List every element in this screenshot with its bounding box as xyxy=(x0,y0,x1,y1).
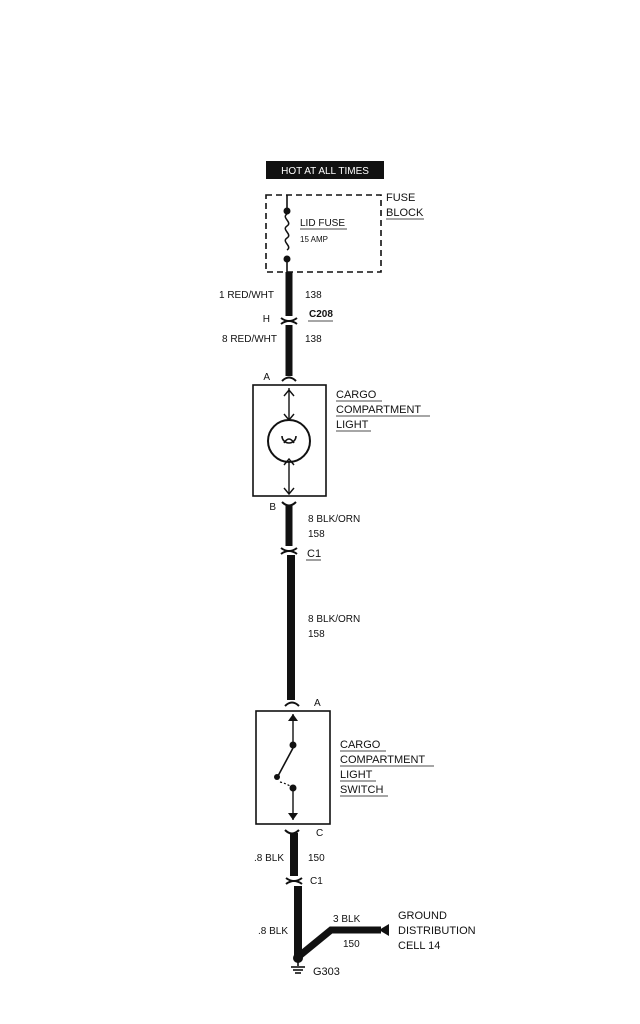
branch-wire-circuit: 150 xyxy=(343,939,360,950)
light-arrow-lower-icon xyxy=(283,457,295,466)
switch-blade-icon xyxy=(277,747,294,777)
fuse-block-label-1: FUSE xyxy=(386,192,415,204)
connector-c1-upper-name: C1 xyxy=(307,548,321,560)
light-pin-a-terminal xyxy=(281,376,297,382)
fuse-block: LID FUSE 15 AMP FUSE BLOCK xyxy=(265,192,424,273)
light-pin-a: A xyxy=(263,372,270,383)
connector-c1-lower: C1 xyxy=(285,876,323,887)
light-arrow-top-icon xyxy=(283,388,295,397)
wire-blk-upper-circuit: 150 xyxy=(308,853,325,864)
ground-distribution-label-1: GROUND xyxy=(398,910,447,922)
wire-blk-lower-gauge: .8 BLK xyxy=(258,926,288,937)
switch-box xyxy=(255,710,331,825)
switch-label-1: CARGO xyxy=(340,739,381,751)
light-label-1: CARGO xyxy=(336,389,377,401)
wire-red-wht-lower-gauge: 8 RED/WHT xyxy=(222,334,277,345)
switch-label-4: SWITCH xyxy=(340,784,383,796)
cargo-compartment-light: A CARGO COMPARTMENT LIGHT B xyxy=(252,372,430,513)
ground-distribution-arrow-icon xyxy=(379,924,389,936)
wire-blk-orn-lower-circuit: 158 xyxy=(308,629,325,640)
connector-c1-upper: C1 xyxy=(280,547,321,561)
wire-blk-orn-upper-circuit: 158 xyxy=(308,529,325,540)
switch-pin-a: A xyxy=(314,698,321,709)
switch-pin-c: C xyxy=(316,828,323,839)
ground-g303: G303 xyxy=(291,953,340,978)
connector-c1-lower-name: C1 xyxy=(310,876,323,887)
wire-blk-orn-upper-gauge: 8 BLK/ORN xyxy=(308,514,360,525)
switch-label-3: LIGHT xyxy=(340,769,373,781)
ground-symbol-icon xyxy=(291,966,305,974)
connector-c1-lower-arc-b xyxy=(285,880,303,885)
switch-label-2: COMPARTMENT xyxy=(340,754,425,766)
switch-arrow-bottom-icon xyxy=(288,813,298,820)
fuse-block-outline xyxy=(265,194,382,273)
hot-at-all-times-text: HOT AT ALL TIMES xyxy=(281,166,369,177)
ground-g303-name: G303 xyxy=(313,966,340,978)
connector-c208-lower-arc xyxy=(280,320,298,325)
switch-pin-c-terminal xyxy=(284,829,300,835)
light-label-3: LIGHT xyxy=(336,419,369,431)
connector-c208: H C208 xyxy=(263,309,334,325)
light-arrow-bottom-icon xyxy=(283,487,295,496)
ground-distribution-label-2: DISTRIBUTION xyxy=(398,925,476,937)
switch-contact-bottom xyxy=(289,784,297,792)
switch-contact-top xyxy=(289,741,297,749)
light-pin-b-terminal xyxy=(281,501,297,507)
connector-c1-upper-arc-b xyxy=(280,550,298,555)
bulb-filament-icon xyxy=(281,435,297,444)
fuse-rating: 15 AMP xyxy=(300,235,328,244)
fuse-block-label-2: BLOCK xyxy=(386,207,424,219)
wire-red-wht-lower-circuit: 138 xyxy=(305,334,322,345)
fuse-element-icon xyxy=(284,213,290,251)
wire-red-wht-upper-circuit: 138 xyxy=(305,290,322,301)
branch-wire xyxy=(295,926,381,960)
ground-splice-dot xyxy=(293,953,303,963)
light-pin-b: B xyxy=(269,502,276,513)
wire-red-wht-upper-gauge: 1 RED/WHT xyxy=(219,290,274,301)
switch-pivot xyxy=(274,774,280,780)
connector-c208-name: C208 xyxy=(309,309,333,320)
wire-blk-upper-gauge: .8 BLK xyxy=(254,853,284,864)
switch-pin-a-terminal xyxy=(284,701,300,707)
ground-distribution-label-3: CELL 14 xyxy=(398,940,440,952)
branch-wire-gauge: 3 BLK xyxy=(333,914,361,925)
fuse-terminal-top xyxy=(283,207,291,215)
cargo-compartment-light-switch: A CARGO COMPARTMENT LIGHT SWITCH C xyxy=(255,698,434,839)
wire-blk-orn-lower-gauge: 8 BLK/ORN xyxy=(308,614,360,625)
light-label-2: COMPARTMENT xyxy=(336,404,421,416)
bulb-outer-icon xyxy=(267,419,311,463)
connector-c208-pin: H xyxy=(263,314,270,325)
switch-arrow-top-icon xyxy=(288,714,298,721)
light-box xyxy=(252,384,327,497)
hot-at-all-times-tag: HOT AT ALL TIMES xyxy=(266,161,384,179)
fuse-name: LID FUSE xyxy=(300,218,345,229)
